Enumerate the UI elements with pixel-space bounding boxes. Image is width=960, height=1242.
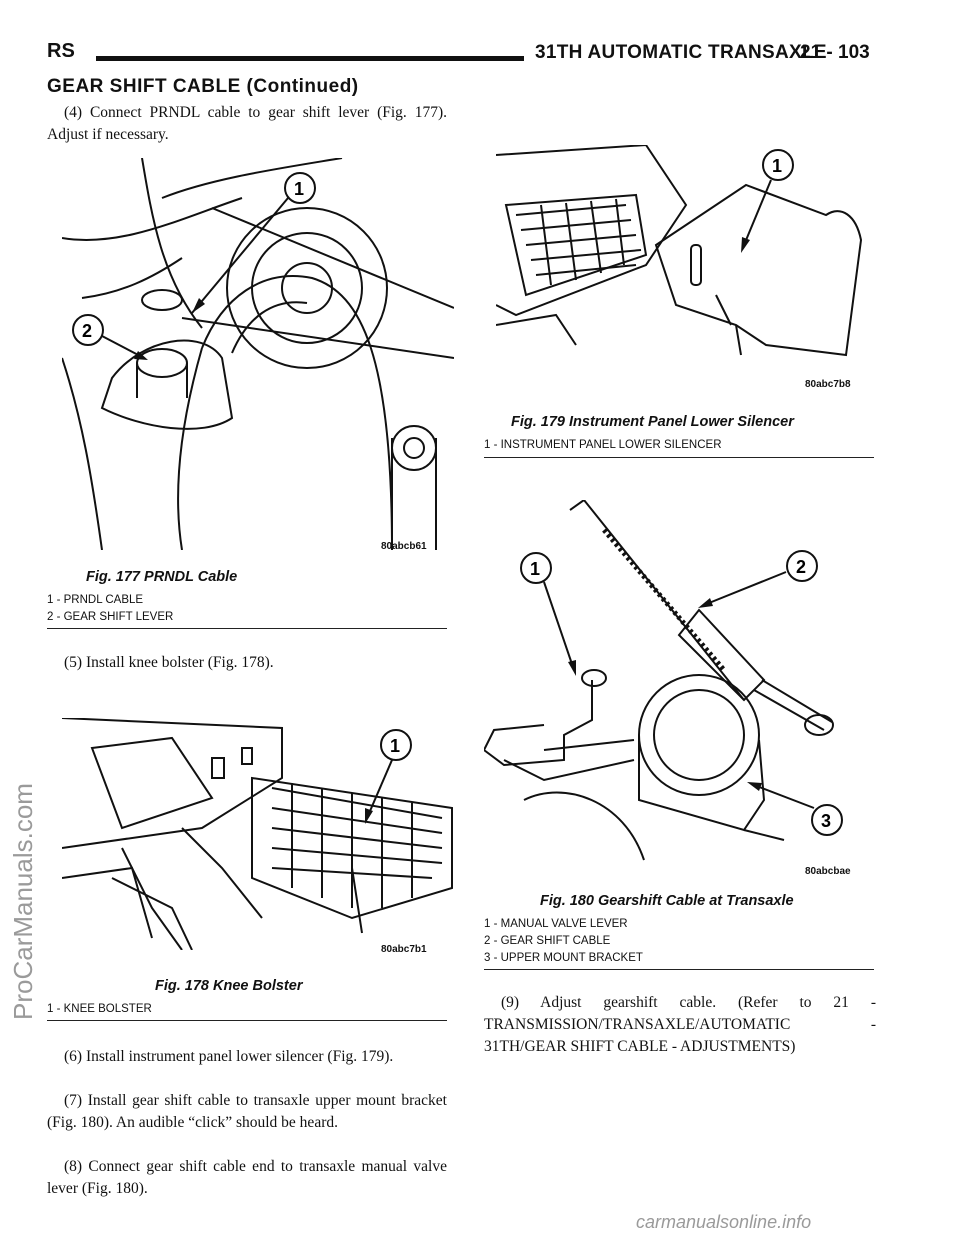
fig-179-image-code: 80abc7b8	[805, 379, 851, 390]
header-page-number: 21 - 103	[800, 42, 870, 63]
fig-180-image-code: 80abcbae	[805, 866, 851, 877]
fig-177-caption: Fig. 177 PRNDL Cable	[86, 569, 238, 585]
fig180-callout-3: 3	[821, 811, 831, 831]
fig-180-legend: 1 - MANUAL VALVE LEVER 2 - GEAR SHIFT CA…	[484, 916, 643, 967]
side-watermark: ProCarManuals.com	[8, 783, 38, 1020]
fig-177-prndl-cable-illustration: 1 2	[62, 158, 454, 550]
fig-179-rule	[484, 457, 874, 458]
fig-179-caption: Fig. 179 Instrument Panel Lower Silencer	[511, 414, 794, 430]
fig-179-legend-item-1: 1 - INSTRUMENT PANEL LOWER SILENCER	[484, 439, 722, 451]
fig-178-legend: 1 - KNEE BOLSTER	[47, 1001, 152, 1018]
fig-179-silencer-illustration: 1	[496, 145, 863, 357]
step-4-paragraph: (4) Connect PRNDL cable to gear shift le…	[47, 104, 447, 143]
fig177-callout-2: 2	[82, 321, 92, 341]
fig-180-legend-item-3: 3 - UPPER MOUNT BRACKET	[484, 952, 643, 964]
fig-177-image-code: 80abcb61	[381, 541, 427, 552]
fig178-callout-1: 1	[390, 736, 400, 756]
step-6-paragraph: (6) Install instrument panel lower silen…	[64, 1048, 394, 1065]
fig-180-gearshift-cable-illustration: 1 2 3	[484, 500, 843, 861]
fig-178-legend-item-1: 1 - KNEE BOLSTER	[47, 1003, 152, 1015]
fig-179-legend: 1 - INSTRUMENT PANEL LOWER SILENCER	[484, 437, 722, 454]
fig-178-caption: Fig. 178 Knee Bolster	[155, 978, 303, 994]
fig179-callout-1: 1	[772, 156, 782, 176]
header-rule	[96, 56, 524, 61]
fig-180-caption: Fig. 180 Gearshift Cable at Transaxle	[540, 893, 794, 909]
fig-178-image-code: 80abc7b1	[381, 944, 427, 955]
step-8-paragraph: (8) Connect gear shift cable end to tran…	[47, 1158, 447, 1197]
fig-177-rule	[47, 628, 447, 629]
bottom-watermark: carmanualsonline.info	[636, 1212, 812, 1232]
step-9-paragraph: (9) Adjust gearshift cable. (Refer to 21…	[484, 994, 876, 1055]
fig-180-rule	[484, 969, 874, 970]
fig180-callout-1: 1	[530, 559, 540, 579]
step-7-paragraph: (7) Install gear shift cable to transaxl…	[47, 1092, 447, 1131]
fig-180-legend-item-2: 2 - GEAR SHIFT CABLE	[484, 935, 611, 947]
section-title: GEAR SHIFT CABLE (Continued)	[47, 76, 359, 97]
fig-178-knee-bolster-illustration: 1	[62, 718, 453, 950]
fig-177-legend-item-2: 2 - GEAR SHIFT LEVER	[47, 611, 174, 623]
fig177-callout-1: 1	[294, 179, 304, 199]
fig180-callout-2: 2	[796, 557, 806, 577]
fig-180-legend-item-1: 1 - MANUAL VALVE LEVER	[484, 918, 628, 930]
header-title: 31TH AUTOMATIC TRANSAXLE	[535, 42, 827, 63]
fig-177-legend: 1 - PRNDL CABLE 2 - GEAR SHIFT LEVER	[47, 592, 173, 626]
fig-178-rule	[47, 1020, 447, 1021]
fig-177-legend-item-1: 1 - PRNDL CABLE	[47, 594, 144, 606]
header-section-code: RS	[47, 40, 75, 62]
step-5-paragraph: (5) Install knee bolster (Fig. 178).	[64, 654, 274, 671]
